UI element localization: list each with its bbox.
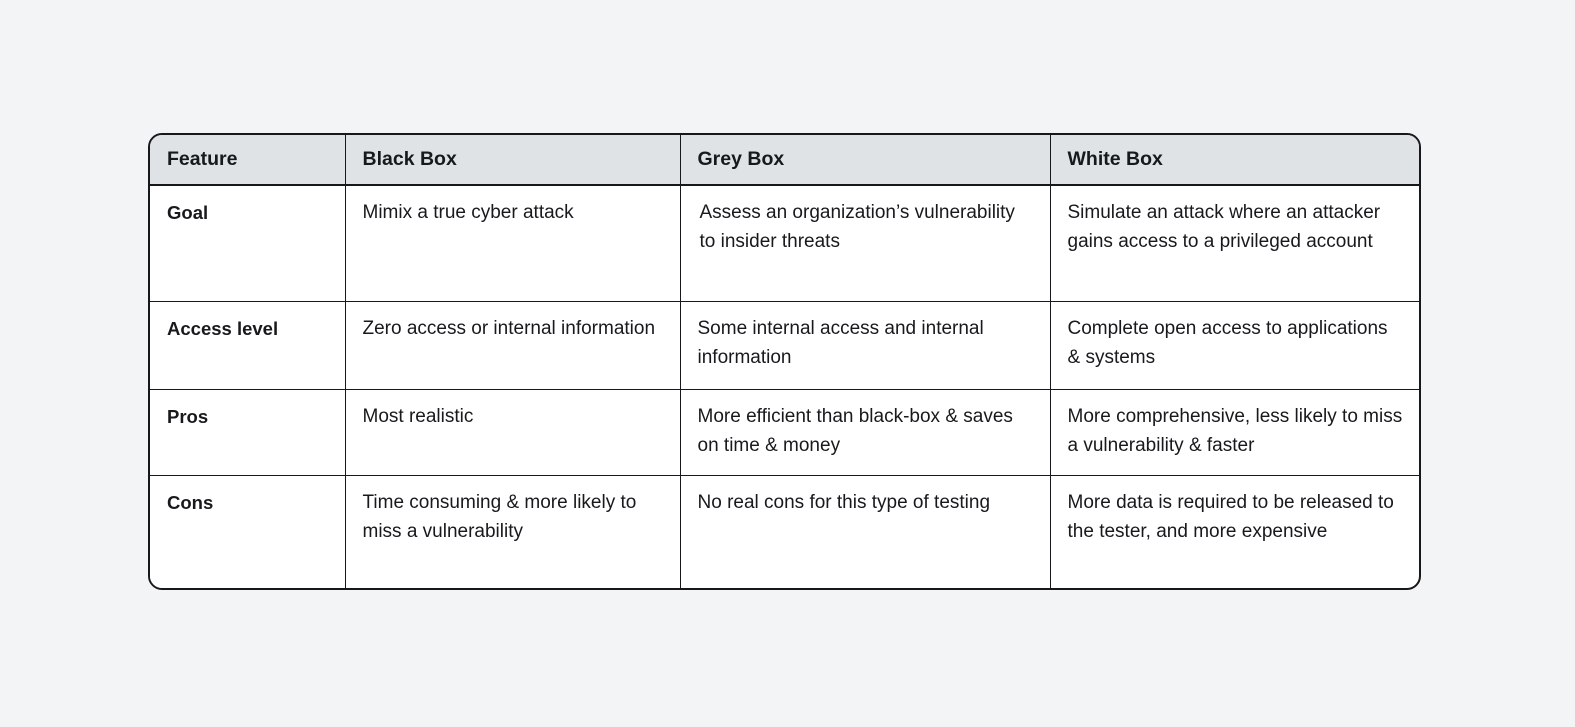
column-header-feature: Feature <box>150 135 346 186</box>
cell-cons-black-box: Time consuming & more likely to miss a v… <box>344 474 681 588</box>
cell-pros-black-box: Most realistic <box>344 388 681 476</box>
row-header-cons: Cons <box>150 474 346 588</box>
cell-access-level-black-box: Zero access or internal information <box>344 300 681 390</box>
table-header-row: Feature Black Box Grey Box White Box <box>150 135 1419 186</box>
cell-goal-black-box: Mimix a true cyber attack <box>344 184 681 302</box>
row-header-goal: Goal <box>150 184 346 302</box>
cell-goal-grey-box: Assess an organization’s vulnerability t… <box>679 184 1051 302</box>
comparison-table-container: Feature Black Box Grey Box White Box Goa… <box>148 133 1421 590</box>
table-row-goal: Goal Mimix a true cyber attack Assess an… <box>150 184 1419 302</box>
row-header-access-level: Access level <box>150 300 346 390</box>
column-header-white-box: White Box <box>1049 135 1419 186</box>
row-header-pros: Pros <box>150 388 346 476</box>
cell-cons-white-box: More data is required to be released to … <box>1049 474 1419 588</box>
column-header-grey-box: Grey Box <box>679 135 1051 186</box>
table-row-cons: Cons Time consuming & more likely to mis… <box>150 474 1419 588</box>
cell-access-level-white-box: Complete open access to applications & s… <box>1049 300 1419 390</box>
cell-access-level-grey-box: Some internal access and internal inform… <box>679 300 1051 390</box>
cell-cons-grey-box: No real cons for this type of testing <box>679 474 1051 588</box>
table-row-access-level: Access level Zero access or internal inf… <box>150 300 1419 390</box>
column-header-black-box: Black Box <box>344 135 681 186</box>
cell-pros-white-box: More comprehensive, less likely to miss … <box>1049 388 1419 476</box>
cell-pros-grey-box: More efficient than black-box & saves on… <box>679 388 1051 476</box>
table-row-pros: Pros Most realistic More efficient than … <box>150 388 1419 476</box>
penetration-testing-comparison-table: Feature Black Box Grey Box White Box Goa… <box>150 135 1419 588</box>
cell-goal-white-box: Simulate an attack where an attacker gai… <box>1049 184 1419 302</box>
